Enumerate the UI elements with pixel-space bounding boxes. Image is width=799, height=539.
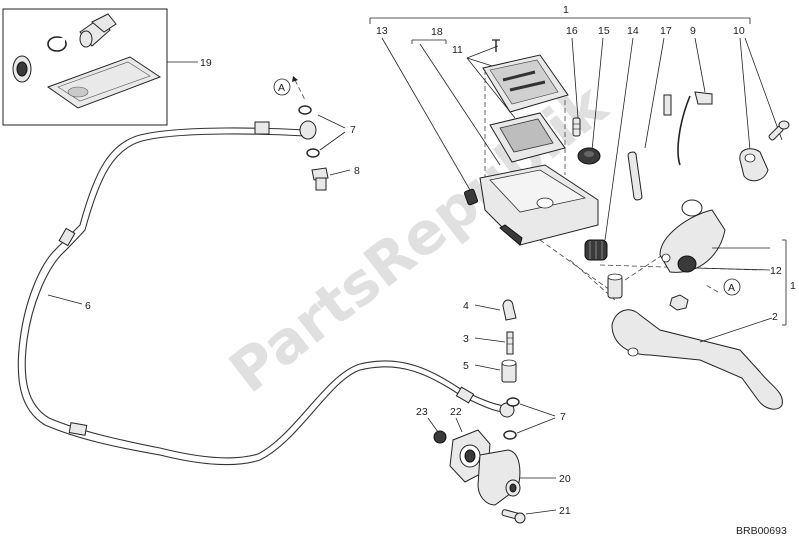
- watermark: PartsRepublik: [217, 70, 621, 406]
- grommet: [463, 188, 479, 206]
- pivot-nut: [669, 294, 689, 311]
- bleed-valve: [506, 331, 514, 355]
- assembly-bracket-1: [369, 17, 751, 24]
- spacer: [607, 273, 623, 299]
- copper-washers-upper: [298, 105, 320, 158]
- callout-2: 2: [772, 311, 778, 323]
- handlebar-clamp: [739, 120, 790, 182]
- callout-21: 21: [559, 505, 571, 517]
- callout-23: 23: [416, 406, 428, 418]
- callout-3: 3: [463, 333, 469, 345]
- callout-6: 6: [85, 300, 91, 312]
- marker-a-left-label: A: [278, 82, 285, 94]
- callout-11: 11: [452, 44, 463, 56]
- callout-7-lower: 7: [560, 411, 566, 423]
- lever-pivot-body: [659, 199, 726, 273]
- push-rod: [627, 151, 643, 201]
- clutch-switch: [663, 91, 713, 166]
- kit-circlip: [47, 36, 67, 52]
- kit-seal: [12, 55, 32, 83]
- hose-fitting: [501, 359, 517, 383]
- assembly-bracket-right: [782, 239, 787, 326]
- banjo-bolt-upper: [311, 167, 329, 191]
- reservoir-diaphragm: [489, 112, 566, 163]
- slave-cylinder-seal: [433, 430, 447, 444]
- callout-17: 17: [660, 25, 672, 37]
- callout-1-top: 1: [563, 4, 569, 16]
- piston-boot: [584, 239, 608, 261]
- callout-9: 9: [690, 25, 696, 37]
- copper-washers-lower: [503, 397, 520, 440]
- marker-a-right: A: [703, 278, 741, 296]
- leader-lines-top: [381, 37, 783, 241]
- assembly-bracket-18: [411, 39, 447, 44]
- callout-7-upper: 7: [350, 124, 356, 136]
- callout-15: 15: [598, 25, 610, 37]
- callout-22: 22: [450, 406, 462, 418]
- bleed-cap: [502, 299, 517, 321]
- kit-card: [46, 56, 162, 109]
- repair-kit-box: [2, 8, 168, 126]
- reservoir-cap-screw: [492, 39, 500, 52]
- callout-20: 20: [559, 473, 571, 485]
- callout-1-right: 1: [790, 280, 796, 292]
- drawing-code: BRB00693: [736, 525, 787, 537]
- callout-8: 8: [354, 165, 360, 177]
- kit-piston: [79, 13, 117, 48]
- callout-12: 12: [770, 265, 782, 277]
- master-cylinder-reservoir: [479, 164, 599, 246]
- slave-cylinder: [449, 429, 521, 506]
- callout-18: 18: [431, 26, 443, 38]
- callout-19: 19: [200, 57, 212, 69]
- callout-4: 4: [463, 300, 469, 312]
- clutch-hose: [17, 120, 515, 466]
- slave-cylinder-bolt: [501, 509, 526, 524]
- callout-13: 13: [376, 25, 388, 37]
- bleed-screw: [572, 117, 581, 137]
- callout-14: 14: [627, 25, 639, 37]
- callout-16: 16: [566, 25, 578, 37]
- marker-a-right-label: A: [728, 282, 735, 294]
- clamp-bolt: [768, 120, 790, 141]
- callout-10: 10: [733, 25, 745, 37]
- marker-a-left: A: [273, 76, 306, 101]
- dust-cap: [577, 147, 601, 165]
- callout-5: 5: [463, 360, 469, 372]
- reservoir-cap: [482, 54, 569, 113]
- clutch-lever: [611, 309, 783, 410]
